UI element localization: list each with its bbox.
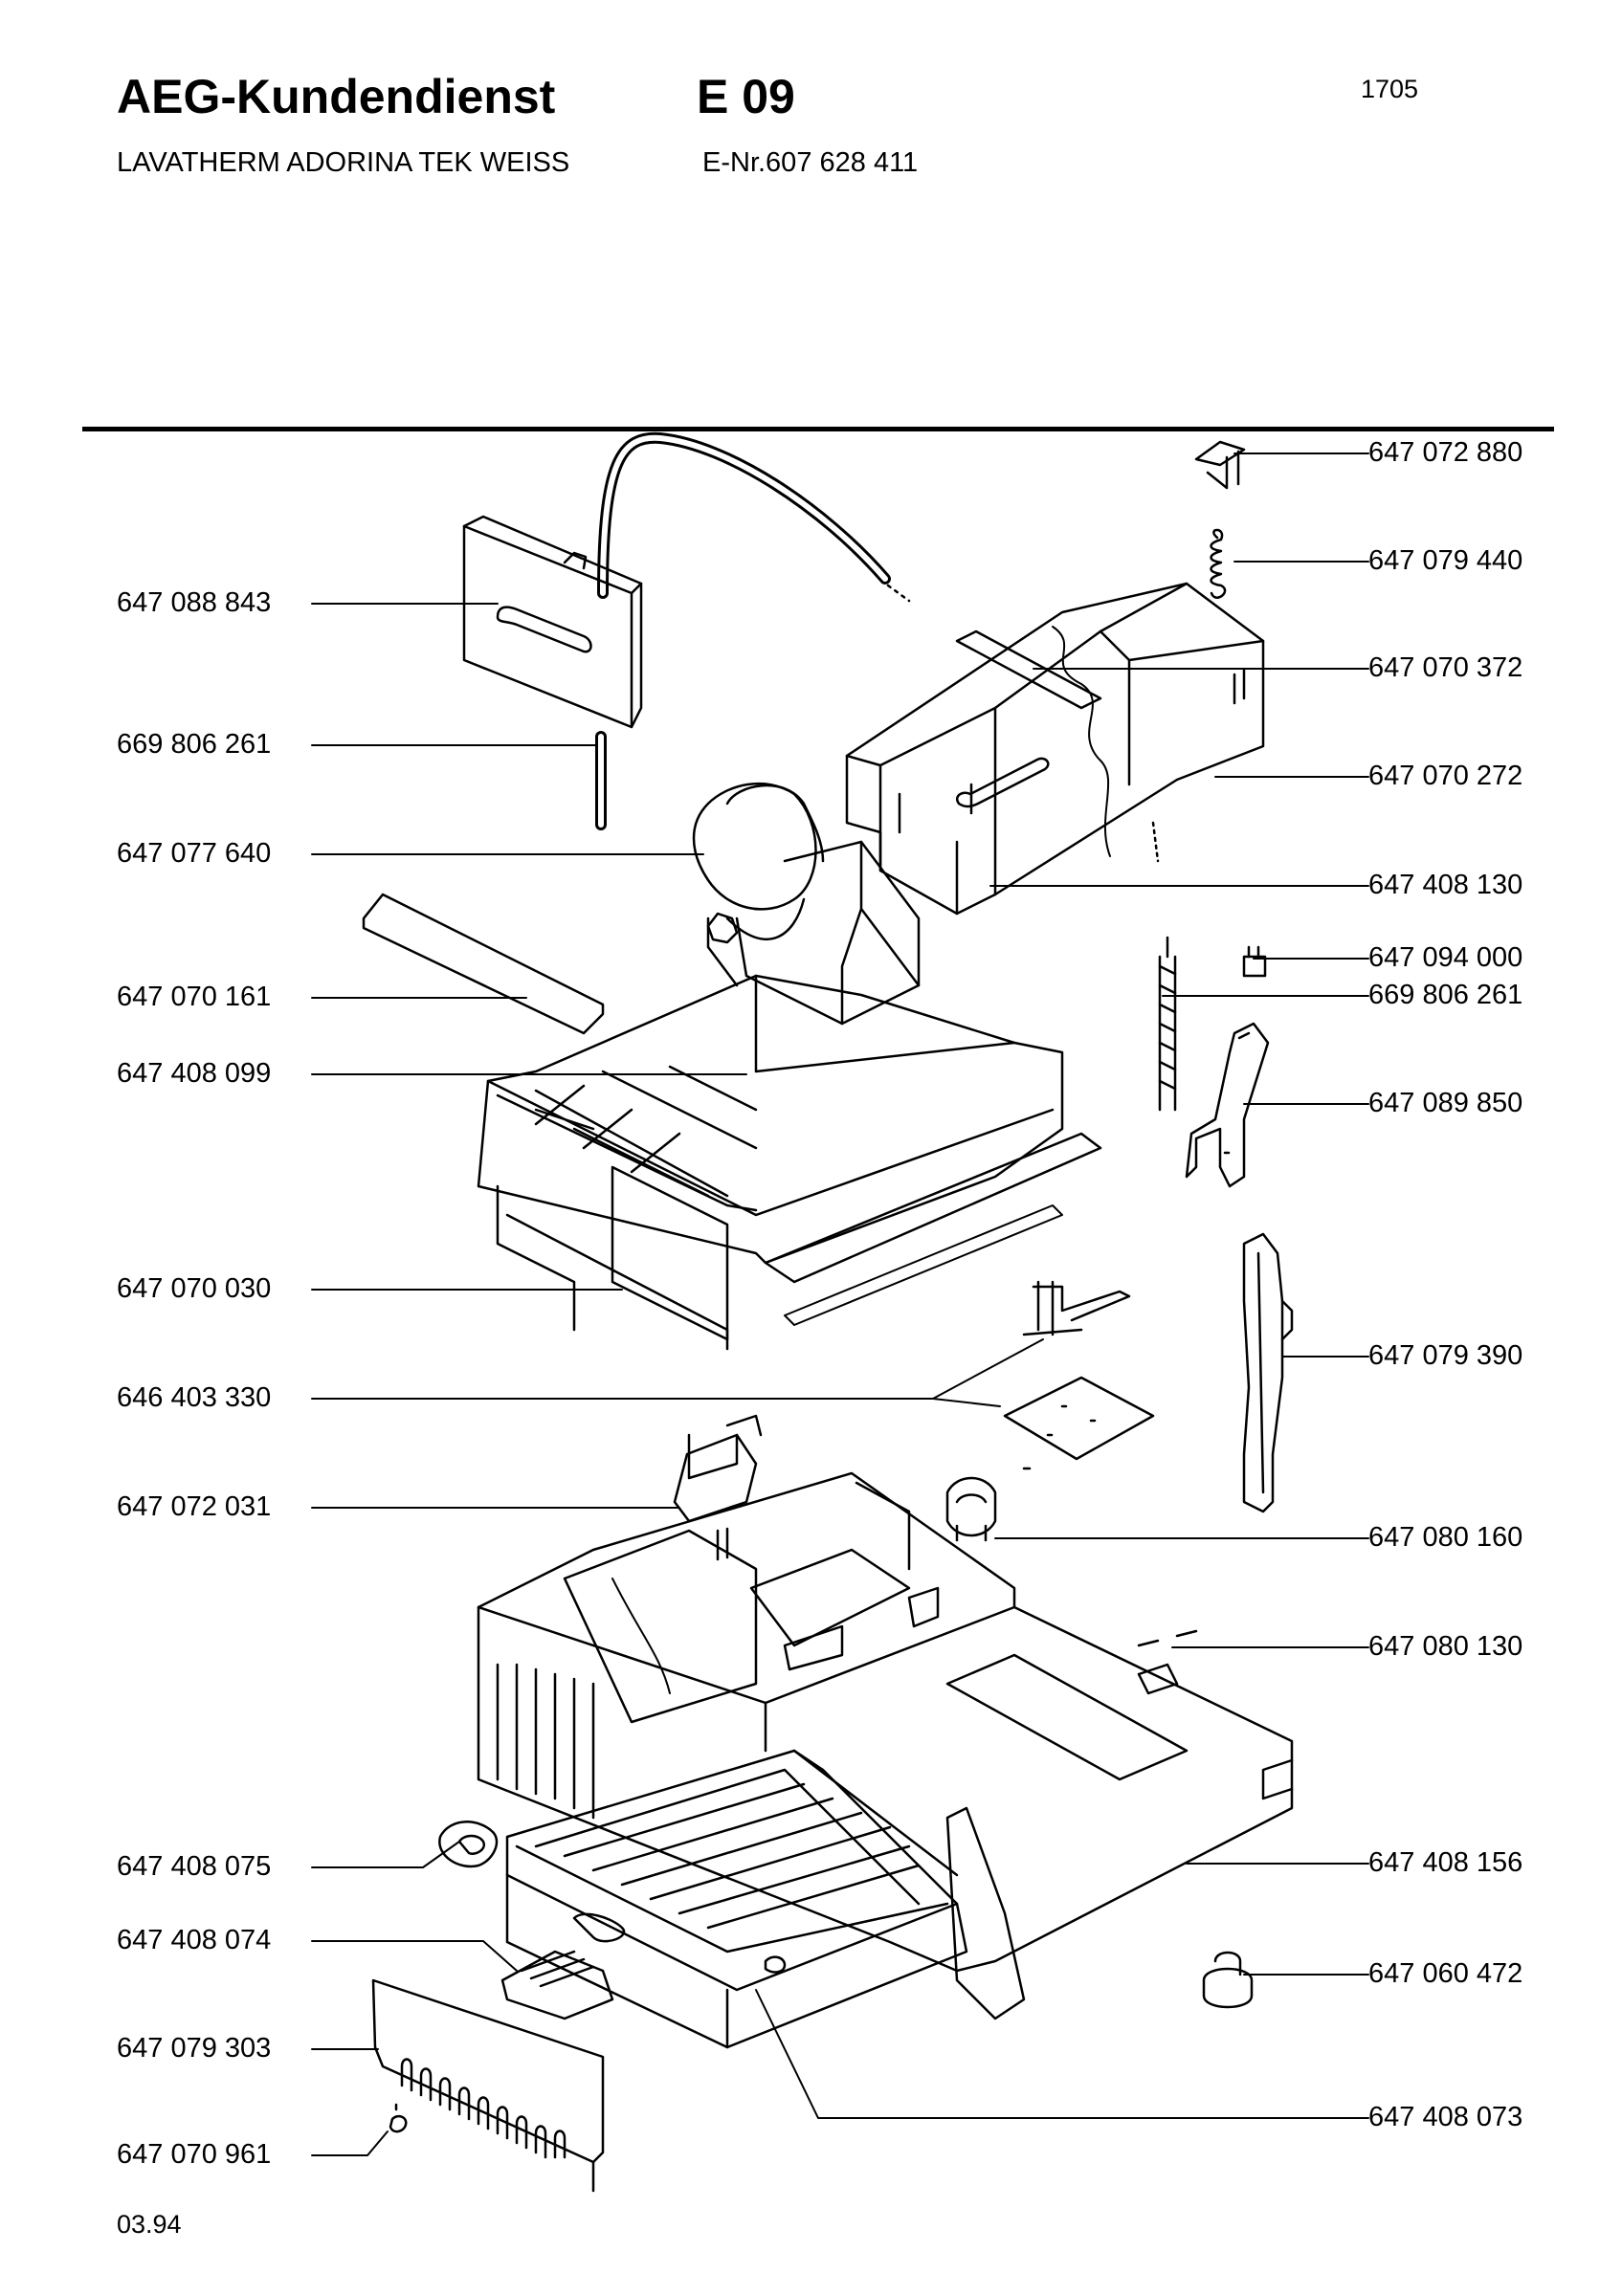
thermostat-bracket-part	[1024, 1282, 1129, 1335]
part-number-label: 647 079 440	[1368, 545, 1523, 576]
model-name: LAVATHERM ADORINA TEK WEISS	[117, 147, 570, 178]
part-number-label: 647 408 075	[117, 1851, 272, 1882]
motor-capacitor-part	[947, 1478, 995, 1540]
air-duct-part	[478, 976, 1100, 1349]
screw-part	[390, 2105, 406, 2131]
part-number-label: 647 079 303	[117, 2033, 272, 2064]
part-number-label: 647 080 130	[1368, 1631, 1523, 1662]
part-number-label: 647 408 074	[117, 1925, 272, 1955]
part-number-label: 647 080 160	[1368, 1522, 1523, 1553]
seal-strip-part	[364, 894, 603, 1033]
grille-cover-part	[373, 1980, 603, 2191]
part-number-label: 669 806 261	[117, 729, 272, 760]
hose-tube-part	[603, 438, 909, 601]
insulation-plate-part	[1005, 1378, 1153, 1468]
air-channel-cover-part	[464, 517, 641, 727]
service-title: AEG-Kundendienst	[117, 70, 556, 123]
long-bracket-part	[1244, 1234, 1292, 1512]
switch-part	[1244, 947, 1265, 976]
section-code: E 09	[697, 70, 795, 123]
side-panel-part	[947, 1808, 1024, 2019]
grip-handle-part	[502, 1952, 612, 2019]
part-number-label: 647 089 850	[1368, 1088, 1523, 1118]
part-number-label: 647 408 073	[1368, 2102, 1523, 2132]
cam-wheel-part	[439, 1821, 497, 1866]
top-clip-part	[1196, 442, 1244, 488]
base-frame-part	[478, 1473, 1292, 1971]
tension-spring-part	[1211, 530, 1226, 598]
part-number-label: 647 060 472	[1368, 1958, 1523, 1989]
part-number-label: 647 079 390	[1368, 1340, 1523, 1371]
part-number-label: 647 094 000	[1368, 942, 1523, 973]
flap-bracket-part	[675, 1416, 761, 1559]
part-number-label: 647 070 961	[117, 2139, 272, 2170]
page-number: 1705	[1361, 75, 1419, 103]
part-number-label: 647 072 031	[117, 1491, 272, 1522]
part-number-label: 647 408 130	[1368, 870, 1523, 900]
part-number-label: 647 070 161	[117, 982, 272, 1012]
leader-lines	[312, 453, 1368, 2155]
part-number-label: 647 408 156	[1368, 1847, 1523, 1878]
part-number-label: 647 070 272	[1368, 761, 1523, 791]
part-number-label: 647 077 640	[117, 838, 272, 869]
heater-housing-part	[847, 584, 1263, 914]
angle-bracket-part	[1187, 1024, 1268, 1186]
fan-wheel-housing-part	[694, 784, 919, 1024]
product-number: E-Nr.607 628 411	[702, 147, 919, 178]
part-number-label: 669 806 261	[1368, 980, 1523, 1010]
heating-element-part	[1160, 938, 1175, 1110]
part-number-label: 646 403 330	[117, 1382, 272, 1413]
foot-part	[1204, 1953, 1252, 2007]
part-number-label: 647 088 843	[117, 587, 272, 618]
part-number-label: 647 408 099	[117, 1058, 272, 1089]
part-number-label: 647 070 372	[1368, 652, 1523, 683]
part-number-label: 647 072 880	[1368, 437, 1523, 468]
header-rule	[82, 427, 1554, 431]
filter-drawer-part	[507, 1751, 967, 2047]
part-number-label: 647 070 030	[117, 1273, 272, 1304]
date-code: 03.94	[117, 2210, 182, 2239]
